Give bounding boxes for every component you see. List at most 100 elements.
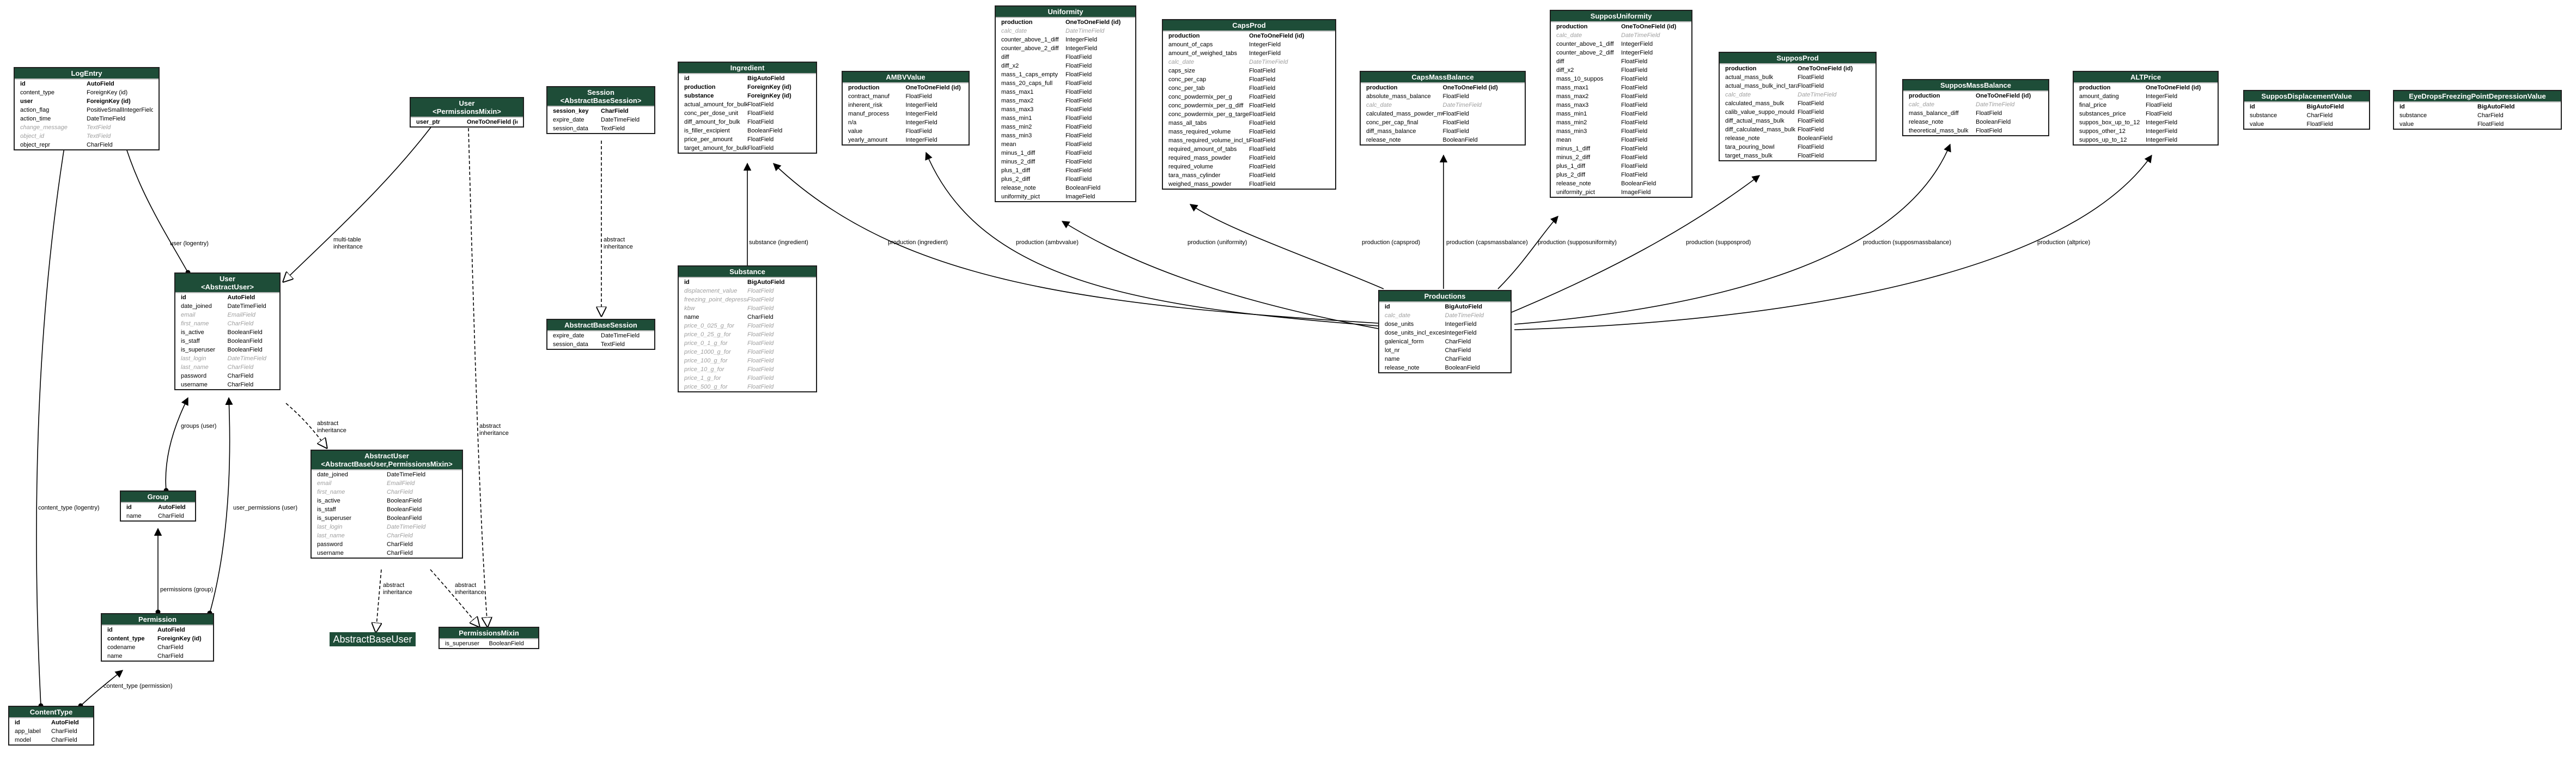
- field-type: FloatField: [1249, 137, 1276, 144]
- field-name: mass_min1: [1001, 115, 1032, 122]
- field-name: value: [848, 128, 863, 135]
- field-type: FloatField: [2477, 121, 2504, 128]
- field-name: is_superuser: [181, 347, 215, 353]
- edge-pm: [430, 569, 479, 627]
- field-name: app_label: [15, 728, 41, 735]
- edge-label-substance-ingredient: substance (ingredient): [749, 239, 808, 246]
- table-title: SupposDisplacementValue: [2244, 91, 2369, 102]
- field-type: BooleanField: [387, 515, 422, 522]
- table-title: ALTPrice: [2074, 72, 2218, 83]
- field-name: mass_required_volume_incl_tabs: [1168, 137, 1249, 144]
- field-type: FloatField: [747, 366, 774, 373]
- field-type: IntegerField: [905, 137, 937, 143]
- field-type: FloatField: [747, 288, 774, 294]
- field-type: ForeignKey (id): [747, 84, 791, 90]
- field-name: id: [684, 75, 690, 82]
- edge-abu: [376, 569, 381, 632]
- field-name: amount_dating: [2079, 93, 2119, 100]
- field-type: FloatField: [1621, 67, 1648, 74]
- field-name: content_type: [107, 635, 145, 642]
- field-type: FloatField: [1798, 109, 1824, 116]
- field-name: suppos_other_12: [2079, 128, 2126, 135]
- field-name: price_0_25_g_for: [684, 331, 731, 338]
- field-type: FloatField: [747, 358, 774, 364]
- field-type: CharField: [387, 541, 413, 548]
- field-name: counter_above_1_diff: [1001, 37, 1059, 43]
- field-type: FloatField: [747, 119, 774, 125]
- edge-label-prod-suppmass: production (supposmassbalance): [1863, 239, 1951, 246]
- field-type: OneToOneField (id): [467, 119, 517, 125]
- field-name: calc_date: [1909, 101, 1935, 108]
- field-name: actual_mass_bulk: [1725, 74, 1774, 81]
- table-title-line: <AbstractBaseUser,PermissionsMixin>: [321, 460, 453, 468]
- field-type: FloatField: [747, 136, 774, 143]
- edge-label-prod-uniformity: production (uniformity): [1187, 239, 1247, 246]
- field-name: minus_2_diff: [1556, 154, 1591, 161]
- field-type: OneToOneField (id): [905, 84, 961, 91]
- field-type: TextField: [87, 133, 111, 140]
- field-name: amount_of_weighed_tabs: [1168, 50, 1237, 57]
- field-name: is_active: [181, 329, 204, 336]
- edge-label-prod-suppunif: production (supposuniformity): [1538, 239, 1617, 246]
- field-name: id: [2250, 104, 2255, 110]
- field-name: mass_max2: [1001, 98, 1034, 104]
- field-name: plus_2_diff: [1001, 176, 1031, 183]
- field-type: IntegerField: [2146, 137, 2178, 143]
- field-type: AutoField: [87, 81, 114, 87]
- field-type: BooleanField: [227, 338, 263, 344]
- field-type: FloatField: [1442, 93, 1469, 100]
- edge-prod-suppunif: [1497, 215, 1558, 289]
- field-name: lot_nr: [1385, 347, 1400, 354]
- table-abstractuser: AbstractUser<AbstractBaseUser,Permission…: [310, 450, 463, 559]
- field-name: calc_date: [1001, 28, 1027, 34]
- field-type: IntegerField: [1065, 45, 1098, 52]
- field-name: substance: [2250, 112, 2277, 119]
- field-type: IntegerField: [1621, 41, 1653, 47]
- field-name: production: [684, 84, 716, 90]
- field-name: mass_max3: [1001, 106, 1034, 113]
- field-name: minus_1_diff: [1001, 150, 1036, 156]
- field-type: FloatField: [747, 331, 774, 338]
- field-type: CharField: [387, 550, 413, 556]
- field-name: conc_powdermix_per_g: [1168, 94, 1232, 100]
- field-type: OneToOneField (id): [1621, 23, 1677, 30]
- field-name: production: [1909, 93, 1940, 99]
- edge-userperms: [207, 397, 233, 616]
- field-type: FloatField: [905, 93, 932, 100]
- field-type: IntegerField: [905, 119, 937, 126]
- field-name: user_ptr: [416, 119, 441, 125]
